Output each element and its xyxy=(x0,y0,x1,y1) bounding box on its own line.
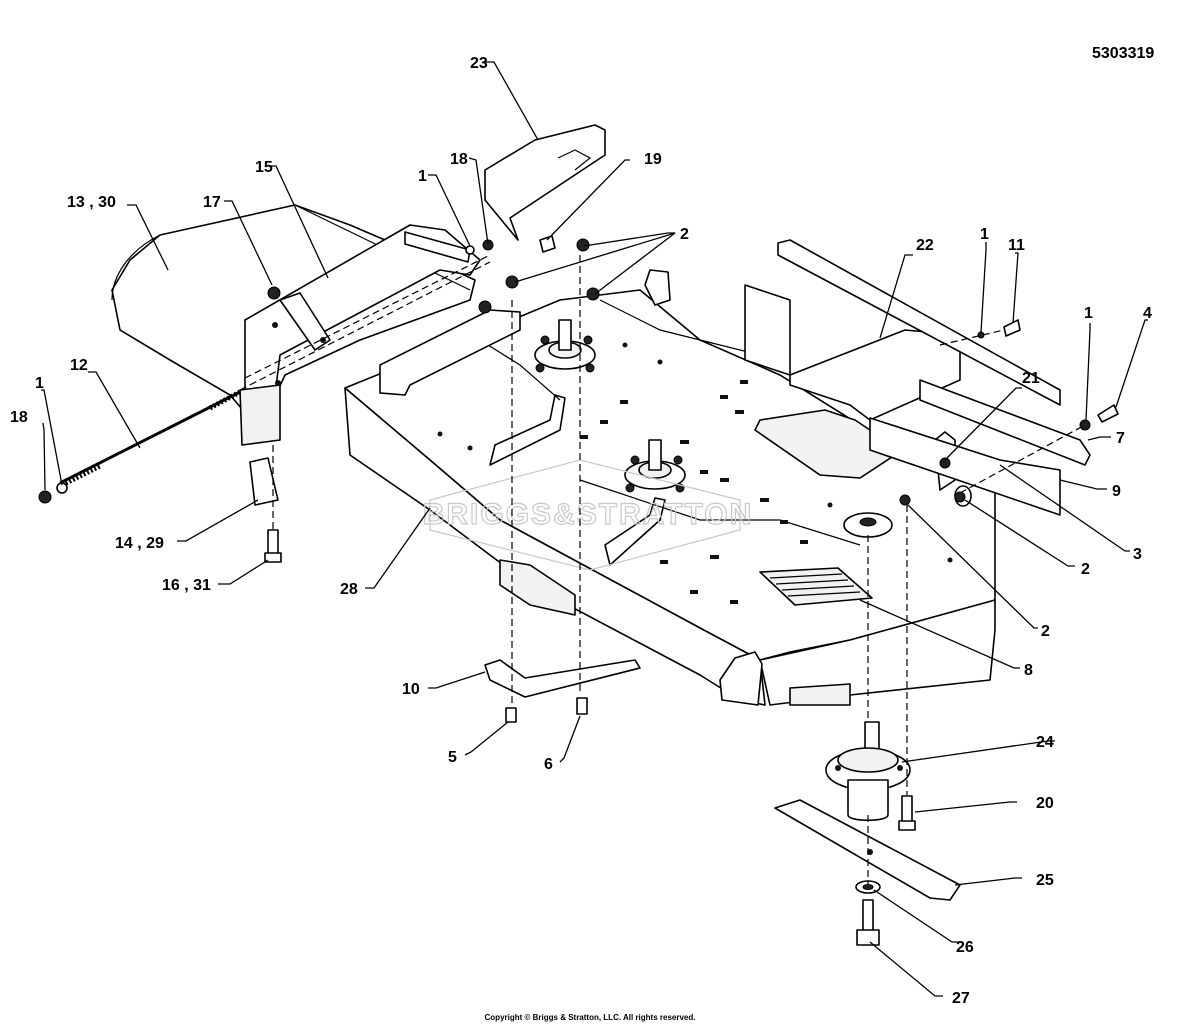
callout-27: 27 xyxy=(952,990,970,1007)
callout-14-29: 14 , 29 xyxy=(115,535,164,552)
spindle-cover xyxy=(744,284,961,421)
blade-washer-bolt xyxy=(855,880,881,946)
callout-4: 4 xyxy=(1143,305,1152,322)
callout-15: 15 xyxy=(255,159,273,176)
callout-17: 17 xyxy=(203,194,221,211)
hinge-rod xyxy=(38,389,242,504)
callout-28: 28 xyxy=(340,581,358,598)
callout-2: 2 xyxy=(1041,623,1050,640)
callout-1: 1 xyxy=(980,226,989,243)
callout-22: 22 xyxy=(916,237,934,254)
rear-mount-bracket xyxy=(379,309,521,396)
callout-18: 18 xyxy=(10,409,28,426)
callout-6: 6 xyxy=(544,756,553,773)
callout-13-30: 13 , 30 xyxy=(67,194,116,211)
callout-9: 9 xyxy=(1112,483,1121,500)
callout-3: 3 xyxy=(1133,546,1142,563)
callout-2: 2 xyxy=(1081,561,1090,578)
callout-5: 5 xyxy=(448,749,457,766)
callout-23: 23 xyxy=(470,55,488,72)
callout-1: 1 xyxy=(418,168,427,185)
spindle-assembly xyxy=(825,721,911,822)
callout-10: 10 xyxy=(402,681,420,698)
watermark-text: BRIGGS&STRATTON xyxy=(423,498,754,531)
callout-7: 7 xyxy=(1116,430,1125,447)
belt-cover xyxy=(484,124,606,241)
callout-labels: 23 18 19 15 1 13 , 30 17 2 22 1 11 1 4 1… xyxy=(10,55,1152,1007)
callout-19: 19 xyxy=(644,151,662,168)
deck-housing xyxy=(344,269,996,706)
callout-26: 26 xyxy=(956,939,974,956)
hardware xyxy=(267,235,1119,503)
document-number: 5303319 xyxy=(1092,45,1154,62)
callout-16-31: 16 , 31 xyxy=(162,577,211,594)
callout-24: 24 xyxy=(1036,734,1054,751)
copyright-notice: Copyright © Briggs & Stratton, LLC. All … xyxy=(485,1013,696,1022)
callout-12: 12 xyxy=(70,357,88,374)
callout-20: 20 xyxy=(1036,795,1054,812)
assembly-lines xyxy=(239,254,1086,885)
callout-25: 25 xyxy=(1036,872,1054,889)
callout-1: 1 xyxy=(35,375,44,392)
callout-2: 2 xyxy=(680,226,689,243)
callout-18: 18 xyxy=(450,151,468,168)
callout-8: 8 xyxy=(1024,662,1033,679)
callout-11: 11 xyxy=(1008,237,1025,254)
side-rails xyxy=(777,239,1091,516)
bolts xyxy=(264,529,916,831)
leader-lines xyxy=(41,61,1148,997)
baffle-plate xyxy=(484,659,641,698)
callout-1: 1 xyxy=(1084,305,1093,322)
brand-watermark: BRIGGS&STRATTON xyxy=(422,459,754,571)
callout-21: 21 xyxy=(1022,370,1040,387)
chute-bracket xyxy=(239,224,481,506)
